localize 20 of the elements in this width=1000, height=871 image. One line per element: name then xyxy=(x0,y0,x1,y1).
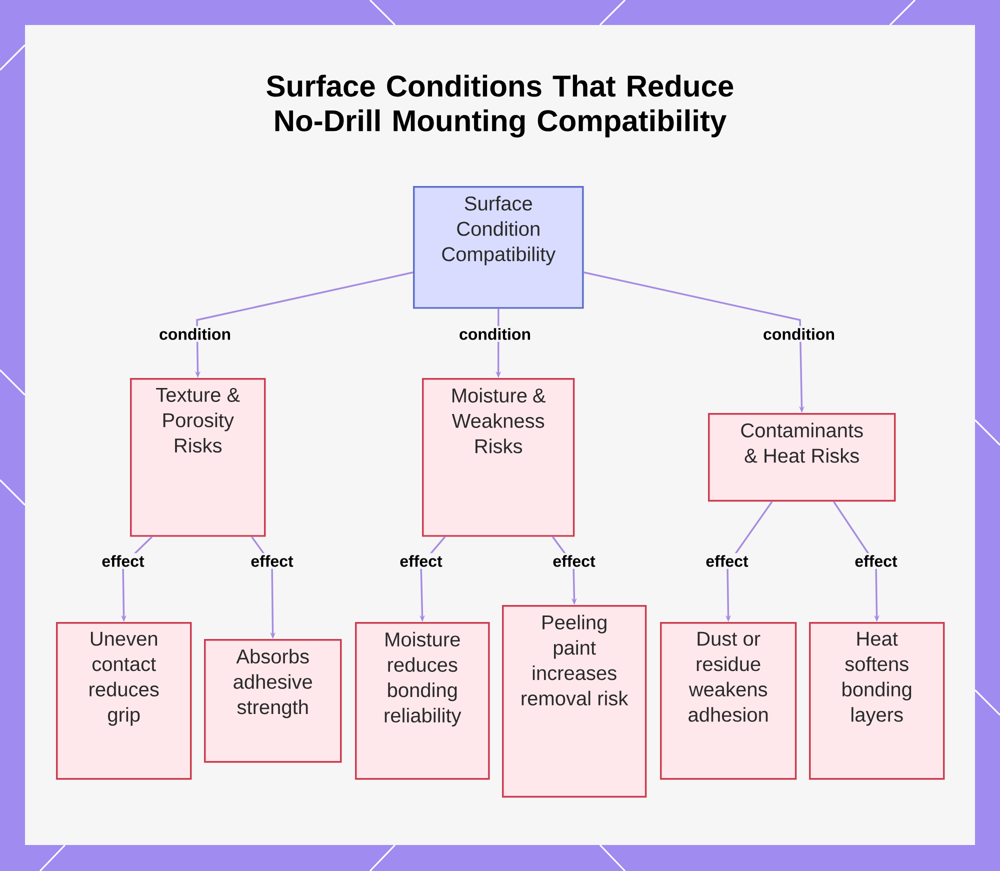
process-box: Peeling paint increases removal risk xyxy=(502,605,647,798)
root-box: Surface Condition Compatibility xyxy=(413,186,584,309)
process-box: Absorbs adhesive strength xyxy=(204,639,342,763)
edge-label: condition xyxy=(157,326,233,342)
edge-label: condition xyxy=(761,326,837,342)
process-box: Uneven contact reduces grip xyxy=(56,622,192,780)
edge-label: effect xyxy=(248,553,296,569)
edge-label: condition xyxy=(457,326,533,342)
process-box: Texture & Porosity Risks xyxy=(130,378,266,537)
process-box: Contaminants & Heat Risks xyxy=(708,413,896,502)
title: Surface Conditions That Reduce No-Drill Mounting Compatibility xyxy=(266,74,734,138)
process-box: Moisture reduces bonding reliability xyxy=(355,622,490,780)
edge-label: effect xyxy=(852,553,900,569)
edge-label: effect xyxy=(398,553,444,569)
edge-label: effect xyxy=(704,553,750,569)
edge-label: effect xyxy=(100,553,146,569)
process-box: Heat softens bonding layers xyxy=(809,622,945,780)
process-box: Dust or residue weakens adhesion xyxy=(660,622,797,780)
process-box: Moisture & Weakness Risks xyxy=(422,378,575,537)
edge-label: effect xyxy=(550,553,598,569)
